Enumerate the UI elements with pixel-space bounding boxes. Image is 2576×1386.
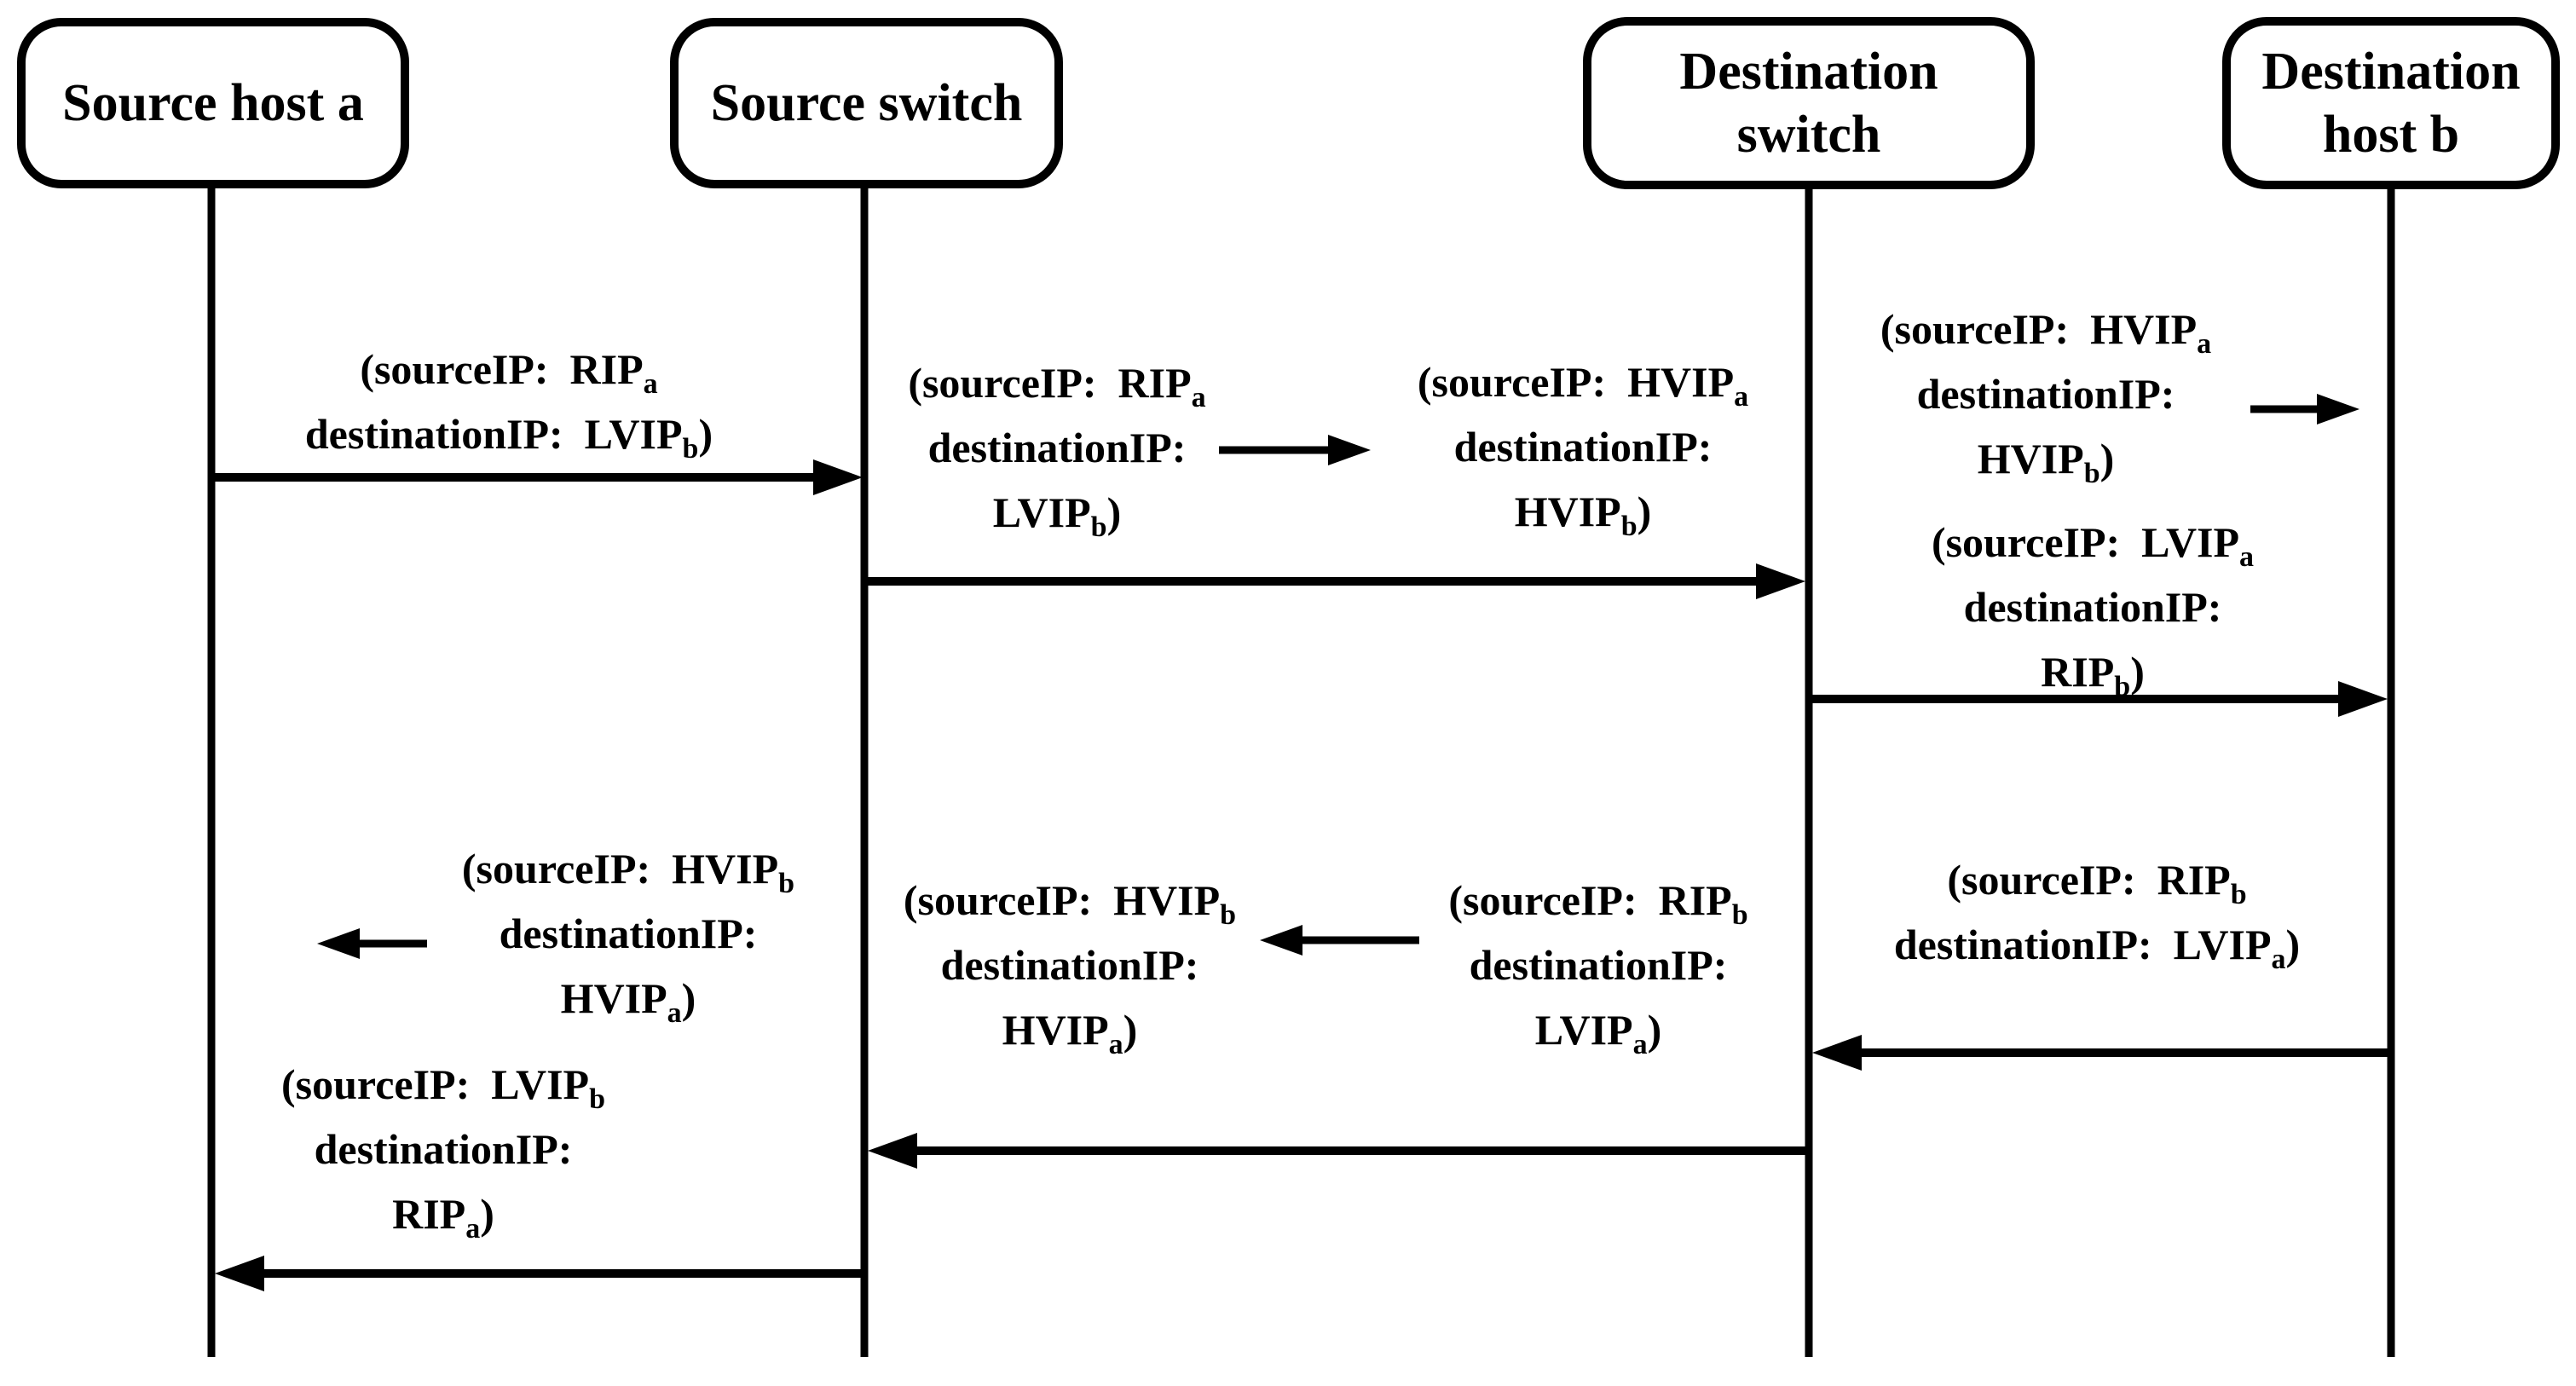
annotation-arrow-left-between-labels-8-7 xyxy=(1260,925,1419,956)
message-label-1: (sourceIP: RIPa destinationIP: LVIPb) xyxy=(304,345,713,465)
actor-label: Destination xyxy=(2261,43,2521,101)
message-arrow-5-left xyxy=(868,1133,1809,1169)
actor-destination-host-b: Destination host b xyxy=(2222,17,2560,189)
message-label-3: (sourceIP: HVIPa destinationIP: HVIPb) xyxy=(1417,358,1749,542)
annotation-arrow-right-label-4 xyxy=(2250,394,2359,424)
actor-label: Source switch xyxy=(710,74,1023,132)
message-label-6: (sourceIP: HVIPb destinationIP: HVIPa) xyxy=(461,845,795,1029)
actor-label: host b xyxy=(2322,106,2460,164)
annotation-arrow-left-label-6 xyxy=(317,928,427,959)
actor-label: Source host a xyxy=(62,74,364,132)
message-arrow-4-left xyxy=(1812,1035,2391,1071)
message-label-7: (sourceIP: HVIPb destinationIP: HVIPa) xyxy=(903,876,1237,1060)
message-label-5: (sourceIP: LVIPa destinationIP: RIPb) xyxy=(1931,518,2255,702)
actor-label: switch xyxy=(1736,106,1881,164)
message-label-8: (sourceIP: RIPb destinationIP: LVIPa) xyxy=(1448,876,1748,1060)
message-label-10: (sourceIP: LVIPb destinationIP: RIPa) xyxy=(280,1060,606,1245)
message-arrow-6-left xyxy=(215,1256,864,1291)
message-label-9: (sourceIP: RIPb destinationIP: LVIPa) xyxy=(1893,856,2301,975)
message-arrow-3-right xyxy=(1809,681,2388,717)
message-arrow-1-right xyxy=(211,459,863,495)
actor-source-host-a: Source host a xyxy=(17,18,409,188)
message-arrow-2-right xyxy=(864,563,1805,599)
actor-source-switch: Source switch xyxy=(670,18,1063,188)
actor-destination-switch: Destination switch xyxy=(1583,17,2035,189)
message-label-4: (sourceIP: HVIPa destinationIP: HVIPb) xyxy=(1880,305,2212,489)
message-label-2: (sourceIP: RIPa destinationIP: LVIPb) xyxy=(908,359,1206,543)
actor-label: Destination xyxy=(1679,43,1938,101)
annotation-arrow-right-between-labels-2-3 xyxy=(1219,435,1371,465)
